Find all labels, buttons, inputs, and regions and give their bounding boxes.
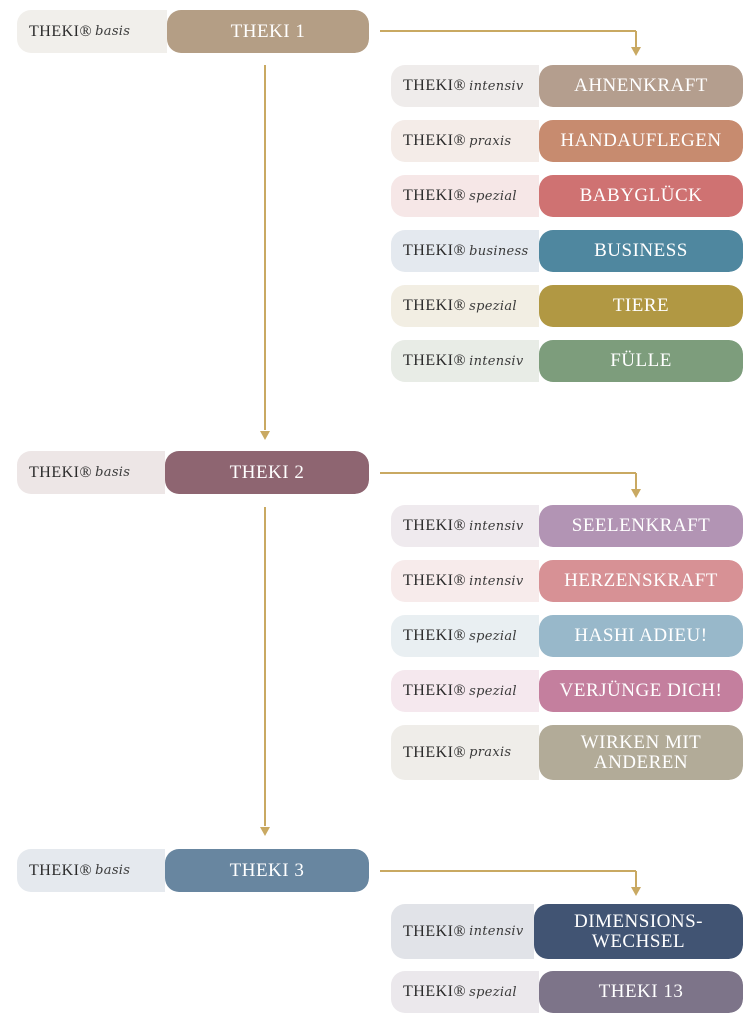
- course-name: TIERE: [539, 285, 743, 327]
- brand-label: THEKI®praxis: [391, 120, 539, 162]
- theki-1-main[interactable]: THEKI®basis THEKI 1: [17, 10, 369, 53]
- course-name: HANDAUFLEGEN: [539, 120, 743, 162]
- course-ahnenkraft[interactable]: THEKI®intensiv AHNENKRAFT: [391, 65, 743, 107]
- course-business[interactable]: THEKI®business BUSINESS: [391, 230, 743, 272]
- brand-label: THEKI®basis: [17, 849, 165, 892]
- course-verjuenge-dich[interactable]: THEKI®spezial VERJÜNGE DICH!: [391, 670, 743, 712]
- course-name: DIMENSIONS-WECHSEL: [534, 904, 743, 959]
- brand-label: THEKI®spezial: [391, 670, 539, 712]
- course-name: HERZENSKRAFT: [539, 560, 743, 602]
- course-name: THEKI 1: [167, 10, 369, 53]
- brand-label: THEKI®spezial: [391, 615, 539, 657]
- course-name: THEKI 13: [539, 971, 743, 1013]
- course-wirken-mit-anderen[interactable]: THEKI®praxis WIRKEN MIT ANDEREN: [391, 725, 743, 780]
- course-name: BUSINESS: [539, 230, 743, 272]
- theki-2-main[interactable]: THEKI®basis THEKI 2: [17, 451, 369, 494]
- course-name: HASHI ADIEU!: [539, 615, 743, 657]
- arrow-head: [260, 431, 270, 440]
- brand-label: THEKI®praxis: [391, 725, 539, 780]
- course-handauflegen[interactable]: THEKI®praxis HANDAUFLEGEN: [391, 120, 743, 162]
- arrow-head: [631, 47, 641, 56]
- course-tiere[interactable]: THEKI®spezial TIERE: [391, 285, 743, 327]
- brand-label: THEKI®intensiv: [391, 340, 539, 382]
- theki-3-main[interactable]: THEKI®basis THEKI 3: [17, 849, 369, 892]
- brand-label: THEKI®basis: [17, 10, 167, 53]
- course-name: AHNENKRAFT: [539, 65, 743, 107]
- course-hashi-adieu[interactable]: THEKI®spezial HASHI ADIEU!: [391, 615, 743, 657]
- course-name: THEKI 3: [165, 849, 369, 892]
- brand-label: THEKI®intensiv: [391, 560, 539, 602]
- course-name: VERJÜNGE DICH!: [539, 670, 743, 712]
- brand-label: THEKI®spezial: [391, 285, 539, 327]
- course-name: WIRKEN MIT ANDEREN: [539, 725, 743, 780]
- brand-label: THEKI®spezial: [391, 971, 539, 1013]
- brand-label: THEKI®basis: [17, 451, 165, 494]
- brand-label: THEKI®intensiv: [391, 505, 539, 547]
- course-name: THEKI 2: [165, 451, 369, 494]
- brand-label: THEKI®intensiv: [391, 65, 539, 107]
- brand-label: THEKI®business: [391, 230, 539, 272]
- brand-label: THEKI®spezial: [391, 175, 539, 217]
- course-name: BABYGLÜCK: [539, 175, 743, 217]
- arrow-head: [260, 827, 270, 836]
- course-herzenskraft[interactable]: THEKI®intensiv HERZENSKRAFT: [391, 560, 743, 602]
- arrow-head: [631, 887, 641, 896]
- course-name: SEELENKRAFT: [539, 505, 743, 547]
- brand-label: THEKI®intensiv: [391, 904, 534, 959]
- course-babyglueck[interactable]: THEKI®spezial BABYGLÜCK: [391, 175, 743, 217]
- course-dimensionswechsel[interactable]: THEKI®intensiv DIMENSIONS-WECHSEL: [391, 904, 743, 959]
- course-fuelle[interactable]: THEKI®intensiv FÜLLE: [391, 340, 743, 382]
- course-seelenkraft[interactable]: THEKI®intensiv SEELENKRAFT: [391, 505, 743, 547]
- course-name: FÜLLE: [539, 340, 743, 382]
- course-theki-13[interactable]: THEKI®spezial THEKI 13: [391, 971, 743, 1013]
- arrow-head: [631, 489, 641, 498]
